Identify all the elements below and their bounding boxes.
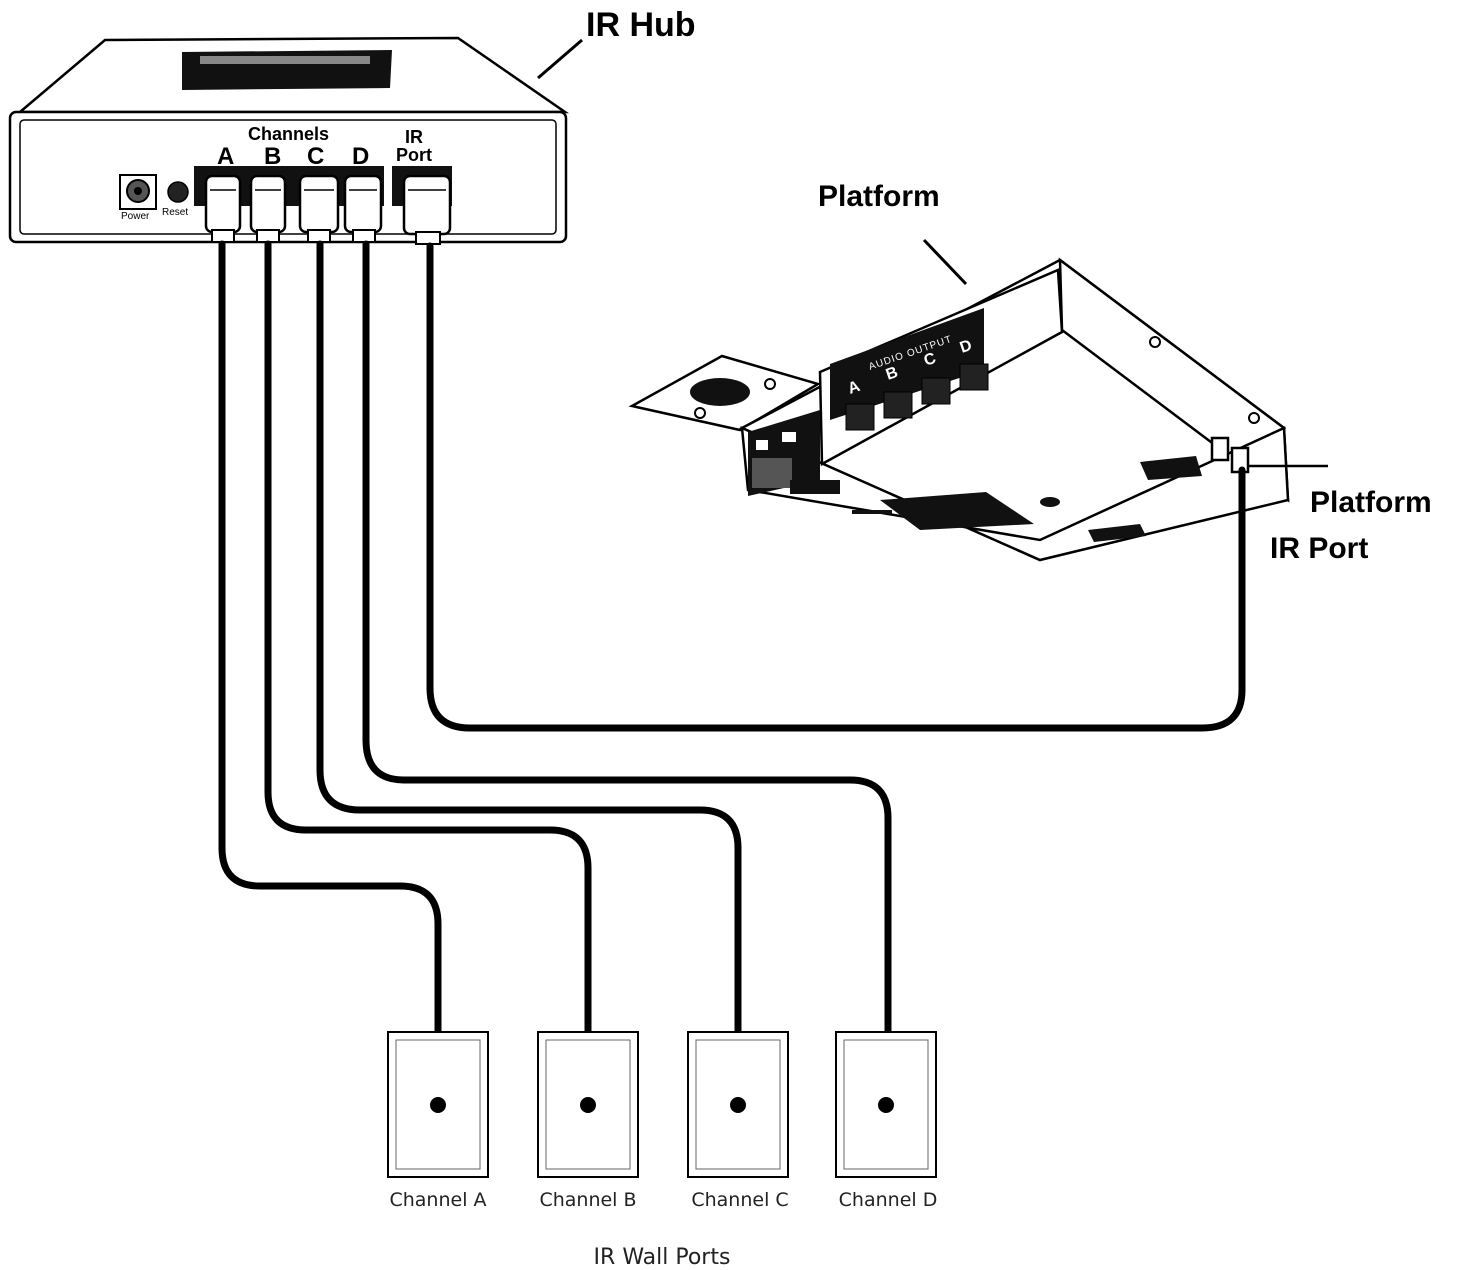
hub-channel-letter-d: D (352, 143, 369, 170)
wall-port-label-b: Channel B (539, 1189, 636, 1211)
reset-button (167, 181, 189, 203)
wall-port-label-c: Channel C (691, 1189, 788, 1211)
wall-ports-caption: IR Wall Ports (594, 1245, 731, 1270)
hub-ir-port-line1: IR (405, 127, 423, 147)
audio-jack-d (959, 363, 989, 391)
cable-channel-d (362, 240, 892, 1036)
wall-port-channel-b: Channel B (537, 1031, 639, 1211)
hub-connector-ir-port (402, 174, 452, 245)
platform-title: Platform (818, 180, 940, 213)
reset-label: Reset (162, 207, 188, 218)
wall-port-label-d: Channel D (839, 1189, 938, 1211)
channels-heading: Channels (248, 124, 329, 144)
wall-port-channel-c: Channel C (687, 1031, 789, 1211)
wall-port-channel-d: Channel D (835, 1031, 938, 1211)
platform: AUDIO OUTPUT A B C D Platform Platform (628, 180, 1432, 565)
audio-jack-a (845, 403, 875, 431)
cable-channel-b (264, 240, 592, 1036)
ir-hub: Power Reset (8, 6, 696, 245)
cable-ir-port (426, 242, 1246, 732)
wall-ports: Channel A Channel B Channel C Channel D … (387, 1031, 938, 1270)
platform-letter-b: B (884, 364, 900, 384)
hub-ir-port-line2: Port (396, 145, 432, 165)
hub-connector-c (298, 174, 340, 243)
hub-channel-letter-c: C (307, 143, 324, 170)
power-label: Power (121, 211, 150, 222)
audio-jack-c (921, 377, 951, 405)
cables (218, 240, 1246, 1036)
platform-ir-port-line2: IR Port (1270, 532, 1368, 565)
cable-channel-a (218, 240, 442, 1036)
wall-port-label-a: Channel A (389, 1189, 486, 1211)
hub-connector-a (204, 174, 242, 243)
platform-ir-port-line1: Platform (1310, 486, 1432, 519)
platform-letter-d: D (958, 337, 974, 357)
hub-connector-b (249, 174, 287, 243)
ir-hub-title: IR Hub (586, 6, 696, 44)
audio-jack-b (883, 391, 913, 419)
audio-output-panel (830, 308, 984, 420)
cable-channel-c (316, 240, 742, 1036)
wall-port-channel-a: Channel A (387, 1031, 489, 1211)
hub-connector-d (343, 174, 383, 243)
hub-channel-letter-a: A (217, 143, 234, 170)
hub-channel-letter-b: B (264, 143, 281, 170)
